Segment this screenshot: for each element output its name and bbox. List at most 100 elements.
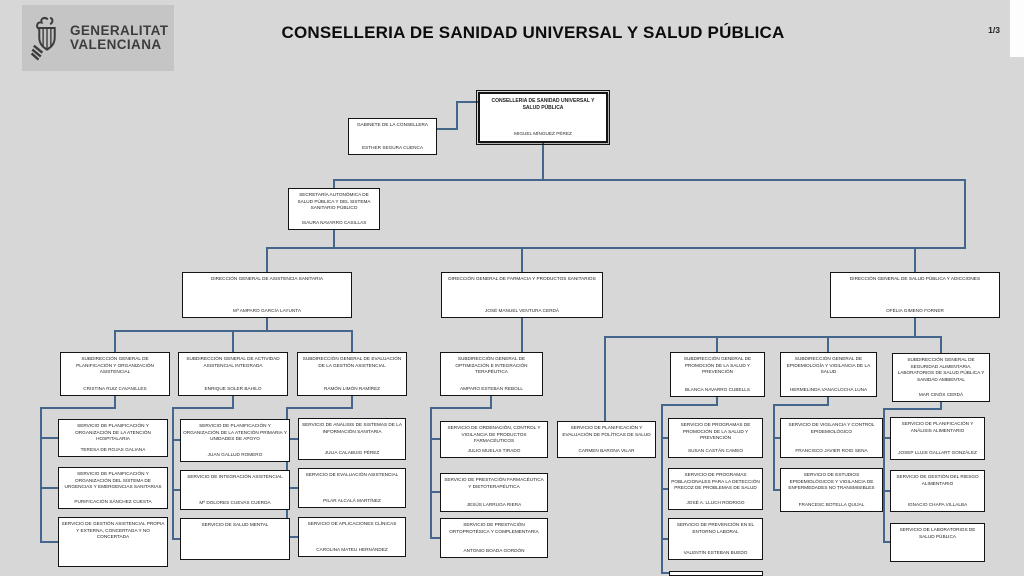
connector-line — [114, 330, 116, 353]
org-node-svc-laboratorios: SERVICIO DE LABORATORIOS DE SALUD PÚBLIC… — [890, 523, 985, 562]
connector-line — [266, 247, 268, 272]
org-node-svc-estudios-epidemiologicos: SERVICIO DE ESTUDIOS EPIDEMIOLÓGICOS Y V… — [780, 468, 883, 512]
node-title: SERVICIO DE PRESTACIÓN FARMACÉUTICA Y DI… — [444, 477, 544, 489]
org-node-svc-salud-mental: SERVICIO DE SALUD MENTAL — [180, 518, 290, 560]
org-node-sg-optimizacion-terapeutica: SUBDIRECCIÓN GENERAL DE OPTIMIZACIÓN E I… — [440, 352, 543, 396]
connector-line — [40, 487, 59, 489]
connector-line — [940, 402, 942, 410]
org-node-sg-seguridad-alimentaria: SUBDIRECCIÓN GENERAL DE SEGURIDAD ALIMEN… — [892, 353, 990, 402]
org-node-svc-atencion-primaria: SERVICIO DE PLANIFICACIÓN Y ORGANIZACIÓN… — [180, 419, 290, 462]
node-title: SUBDIRECCIÓN GENERAL DE EPIDEMIOLOGÍA Y … — [786, 356, 871, 375]
node-person: JOSÉ MANUEL VENTURA CERDÁ — [484, 307, 560, 313]
connector-line — [773, 404, 775, 491]
node-title: SUBDIRECCIÓN GENERAL DE EVALUACIÓN DE LA… — [302, 356, 402, 368]
page-edge — [1010, 0, 1024, 57]
connector-line — [172, 489, 181, 491]
org-node-conselleria: CONSELLERIA DE SANIDAD UNIVERSAL Y SALUD… — [476, 90, 610, 145]
generalitat-valenciana-logo: GENERALITAT VALENCIANA — [22, 5, 174, 71]
connector-line — [430, 407, 492, 409]
org-node-svc-entorno-laboral: SERVICIO DE PREVENCIÓN EN EL ENTORNO LAB… — [668, 518, 763, 560]
connector-line — [661, 404, 718, 406]
node-title: SERVICIO DE ORDENACIÓN, CONTROL Y VIGILA… — [447, 425, 541, 444]
org-node-cut-off-box — [669, 571, 763, 576]
connector-line — [40, 407, 116, 409]
node-person: Mª DOLORES CUEVAS CUERDA — [199, 499, 271, 505]
node-person: Mª AMPARO GARCÍA LAYUNTA — [233, 307, 301, 313]
connector-line — [661, 538, 669, 540]
connector-line — [266, 318, 268, 331]
org-node-sg-planificacion-organizacion: SUBDIRECCIÓN GENERAL DE PLANIFICACIÓN Y … — [60, 352, 170, 396]
node-person: CRISTINA RUIZ CAVANILLES — [83, 385, 147, 391]
node-title: SUBDIRECCIÓN GENERAL DE SEGURIDAD ALIMEN… — [897, 357, 985, 382]
connector-line — [437, 128, 458, 130]
node-title: SERVICIO DE APLICACIONES CLÍNICAS — [307, 521, 397, 526]
connector-line — [883, 437, 891, 439]
connector-line — [661, 488, 669, 490]
connector-line — [351, 396, 353, 408]
connector-line — [883, 541, 891, 543]
node-title: SERVICIO DE VIGILANCIA Y CONTROL EPIDEMI… — [788, 422, 875, 434]
node-title: SERVICIO DE PROGRAMAS POBLACIONALES PARA… — [671, 472, 760, 491]
org-node-dg-farmacia: DIRECCIÓN GENERAL DE FARMACIA Y PRODUCTO… — [441, 272, 603, 318]
connector-line — [40, 541, 59, 543]
node-person: AMPARO ESTEBAN REBOLL — [460, 385, 523, 391]
connector-line — [490, 396, 492, 408]
org-node-svc-programas-promocion: SERVICIO DE PROGRAMAS DE PROMOCIÓN DE LA… — [668, 418, 763, 458]
gva-crest-icon — [30, 16, 56, 61]
node-title: SERVICIO DE GESTIÓN ASISTENCIAL PROPIA Y… — [61, 521, 165, 540]
connector-line — [172, 407, 174, 539]
node-person: PILAR ALCALÁ MARTÍNEZ — [323, 497, 381, 503]
connector-line — [914, 247, 916, 272]
org-node-svc-evaluacion-asistencial: SERVICIO DE EVALUACIÓN ASISTENCIAL PILAR … — [298, 468, 406, 508]
connector-line — [430, 491, 441, 493]
org-node-dg-salud-publica: DIRECCIÓN GENERAL DE SALUD PÚBLICA Y ADI… — [830, 272, 1000, 318]
org-node-svc-analisis-alimentario: SERVICIO DE PLANIFICACIÓN Y ANÁLISIS ALI… — [890, 417, 985, 460]
node-title: SERVICIO DE ANÁLISIS DE SISTEMAS DE LA I… — [302, 422, 402, 434]
node-title: SERVICIO DE ESTUDIOS EPIDEMIOLÓGICOS Y V… — [788, 472, 875, 491]
org-node-svc-ordenacion-control: SERVICIO DE ORDENACIÓN, CONTROL Y VIGILA… — [440, 421, 548, 458]
node-title: SERVICIO DE PREVENCIÓN EN EL ENTORNO LAB… — [676, 522, 755, 534]
connector-line — [114, 396, 116, 408]
org-node-svc-vigilancia-epidemiologica: SERVICIO DE VIGILANCIA Y CONTROL EPIDEMI… — [780, 418, 883, 458]
connector-line — [333, 179, 966, 181]
connector-line — [661, 572, 669, 574]
node-person: OFÈLIA GIMENO FORNER — [886, 307, 944, 313]
connector-line — [40, 437, 59, 439]
connector-line — [456, 101, 478, 103]
connector-line — [351, 330, 353, 353]
node-title: SERVICIO DE PRESTACIÓN ORTOPROTÉSICA Y C… — [449, 522, 539, 534]
node-title: SECRETARÍA AUTONÓMICA DE SALUD PÚBLICA Y… — [297, 192, 371, 211]
node-title: SERVICIO DE PLANIFICACIÓN Y ANÁLISIS ALI… — [901, 421, 974, 433]
page-number: 1/3 — [988, 25, 1000, 35]
node-title: SERVICIO DE EVALUACIÓN ASISTENCIAL — [305, 472, 399, 477]
node-title: DIRECCIÓN GENERAL DE SALUD PÚBLICA Y ADI… — [849, 276, 981, 281]
connector-line — [883, 408, 885, 543]
org-node-svc-gestion-asistencial: SERVICIO DE GESTIÓN ASISTENCIAL PROPIA Y… — [58, 517, 168, 567]
node-title: SUBDIRECCIÓN GENERAL DE OPTIMIZACIÓN E I… — [455, 356, 528, 375]
connector-line — [430, 537, 441, 539]
connector-line — [773, 404, 829, 406]
node-person: JOSEP LLUIS GALLART GONZÁLEZ — [898, 449, 977, 455]
node-person: ESTHER SEGURA CUENCA — [362, 144, 423, 150]
org-node-sg-epidemiologia: SUBDIRECCIÓN GENERAL DE EPIDEMIOLOGÍA Y … — [780, 352, 877, 397]
connector-line — [773, 437, 781, 439]
node-person: FRANCISCO JAVIER ROIG SENA — [795, 447, 868, 453]
node-person: JESÚS LARRUGA RIERA — [466, 501, 522, 507]
node-title: SUBDIRECCIÓN GENERAL DE ACTIVIDAD ASISTE… — [186, 356, 280, 368]
connector-line — [40, 407, 42, 543]
connector-line — [172, 407, 234, 409]
connector-line — [286, 487, 299, 489]
connector-line — [430, 407, 432, 539]
connector-line — [232, 330, 234, 353]
node-person: MIGUEL MÍNGUEZ PÉREZ — [514, 130, 572, 136]
connector-line — [286, 438, 299, 440]
node-person: ANTONIO BOADA GORDÓN — [463, 547, 525, 553]
node-title: SUBDIRECCIÓN GENERAL DE PLANIFICACIÓN Y … — [76, 356, 154, 375]
page-title: CONSELLERIA DE SANIDAD UNIVERSAL Y SALUD… — [281, 23, 785, 42]
org-node-secretaria-autonomica: SECRETARÍA AUTONÓMICA DE SALUD PÚBLICA Y… — [288, 188, 380, 230]
connector-line — [964, 179, 966, 249]
